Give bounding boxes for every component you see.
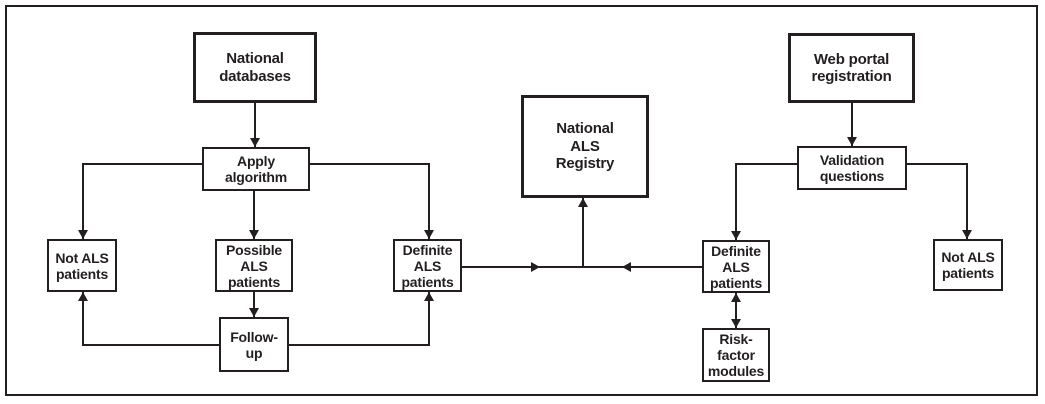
connector-validation-to-definite-als-vertical — [735, 163, 737, 240]
node-label: Apply algorithm — [225, 153, 287, 185]
node-possible-als-patients: Possible ALS patients — [215, 239, 293, 292]
connector-follow-up-to-definite-als-horizontal — [289, 344, 430, 346]
connector-web-portal-to-validation — [851, 103, 853, 146]
node-national-databases: National databases — [193, 32, 317, 103]
arrowhead-down-icon — [250, 138, 260, 147]
connector-apply-algorithm-to-not-als-vertical — [82, 163, 84, 239]
arrowhead-right-icon — [531, 262, 540, 272]
node-label: Definite ALS patients — [401, 241, 454, 290]
connector-apply-algorithm-to-definite-als-vertical — [428, 163, 430, 239]
node-label: Web portal registration — [811, 50, 892, 86]
node-label: Not ALS patients — [941, 249, 995, 281]
node-definite-als-patients-right: Definite ALS patients — [702, 240, 770, 293]
connector-follow-up-to-definite-als-vertical — [428, 292, 430, 346]
node-label: Validation questions — [819, 152, 885, 184]
connector-apply-algorithm-to-not-als-horizontal — [83, 163, 203, 165]
arrowhead-down-icon — [78, 230, 88, 239]
node-validation-questions: Validation questions — [797, 146, 907, 190]
arrowhead-left-icon — [622, 262, 631, 272]
connector-apply-algorithm-to-possible-als — [253, 191, 255, 239]
connector-validation-to-not-als-vertical — [966, 163, 968, 239]
connector-possible-als-to-follow-up — [253, 292, 255, 317]
connector-definite-als-to-risk-factor — [735, 293, 737, 328]
arrowhead-down-icon — [249, 308, 259, 317]
node-label: Risk- factor modules — [707, 331, 765, 379]
arrowhead-down-icon — [962, 230, 972, 239]
node-label: Possible ALS patients — [226, 241, 282, 290]
connector-junction-to-registry-vertical — [582, 198, 584, 268]
arrowhead-down-icon — [731, 319, 741, 328]
arrowhead-up-icon — [731, 293, 741, 302]
node-not-als-patients-right: Not ALS patients — [933, 239, 1003, 291]
node-national-als-registry: National ALS Registry — [521, 95, 649, 198]
arrowhead-down-icon — [424, 230, 434, 239]
node-label: Follow- up — [230, 328, 278, 361]
node-web-portal-registration: Web portal registration — [788, 33, 915, 103]
node-apply-algorithm: Apply algorithm — [202, 147, 310, 191]
node-label: Definite ALS patients — [709, 242, 763, 291]
connector-validation-to-not-als-horizontal — [907, 163, 968, 165]
node-risk-factor-modules: Risk- factor modules — [702, 328, 770, 382]
arrowhead-down-icon — [847, 137, 857, 146]
node-definite-als-patients-left: Definite ALS patients — [393, 239, 462, 292]
arrowhead-up-icon — [578, 198, 588, 207]
arrowhead-up-icon — [424, 292, 434, 301]
node-label: National databases — [219, 50, 291, 85]
connector-follow-up-to-not-als-vertical — [82, 292, 84, 346]
diagram-outer-border — [5, 5, 1038, 396]
connector-national-databases-to-apply-algorithm — [254, 103, 256, 147]
connector-validation-to-definite-als-horizontal — [736, 163, 797, 165]
arrowhead-down-icon — [249, 230, 259, 239]
node-label: National ALS Registry — [555, 120, 615, 173]
node-follow-up: Follow- up — [219, 317, 289, 372]
connector-apply-algorithm-to-definite-als-horizontal — [310, 163, 430, 165]
node-not-als-patients-left: Not ALS patients — [47, 239, 117, 292]
connector-follow-up-to-not-als-horizontal — [82, 344, 219, 346]
arrowhead-up-icon — [78, 292, 88, 301]
arrowhead-down-icon — [731, 231, 741, 240]
node-label: Not ALS patients — [55, 249, 109, 282]
